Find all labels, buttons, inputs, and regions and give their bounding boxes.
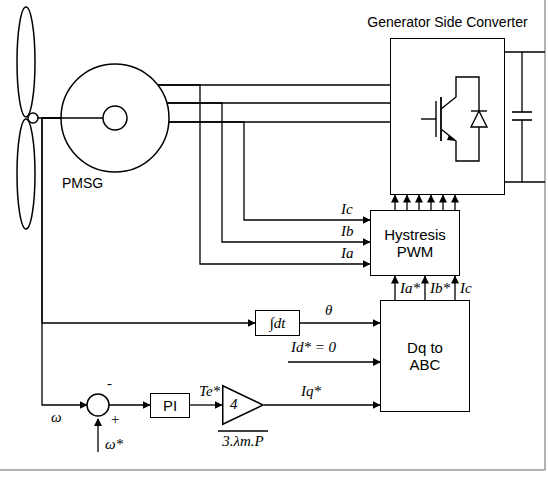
signal-line: [424, 276, 425, 300]
dc-bus: [505, 51, 545, 52]
signal-line: [406, 195, 407, 210]
signal-line: [454, 195, 455, 210]
pwm-block: Hystresis PWM: [370, 210, 460, 276]
signal-line: [42, 118, 87, 405]
block-name: PI: [163, 397, 177, 414]
reference-arrow: [97, 419, 98, 452]
signal-name: θ: [324, 303, 333, 318]
signal-line: [418, 195, 419, 210]
signal-line: [190, 404, 222, 405]
sum-junction: -+: [86, 393, 110, 417]
signal-line: [158, 85, 370, 264]
capacitor-lead: [521, 120, 522, 182]
block-name: Hystresis PWM: [376, 226, 454, 260]
signal-line: [169, 122, 370, 220]
transform-block: Dq to ABC: [380, 300, 470, 412]
generator-circle-outline: [60, 63, 170, 173]
reference-signal: ω*: [104, 437, 124, 452]
signal-name: Ic: [459, 281, 473, 296]
signal-line: [167, 103, 370, 242]
signal-name: Ib: [340, 224, 355, 239]
signal-name: Ib*: [429, 281, 451, 296]
reference-arrow: [288, 361, 380, 362]
capacitor-plate: [512, 119, 532, 121]
integrator-block: ∫dt: [255, 310, 300, 336]
signal-name: Ia: [340, 246, 355, 261]
signal-line: [394, 276, 395, 300]
converter-title: Generator Side Converter: [367, 15, 527, 30]
sign-minus: -: [107, 376, 112, 391]
signal-name: Iq*: [300, 384, 322, 399]
generator-name: PMSG: [62, 176, 103, 191]
signal-line: [454, 276, 455, 300]
gain-denominator: 3.λm.P: [222, 434, 264, 449]
frame-line: [544, 0, 546, 470]
signal-line: [264, 404, 380, 405]
turbine-hub: [28, 113, 38, 123]
turbine-blade: [17, 119, 35, 229]
converter-box: Generator Side Converter: [390, 38, 505, 195]
block-name: Dq to ABC: [403, 339, 447, 373]
frame-line: [0, 469, 545, 471]
reference-signal: Id* = 0: [290, 340, 337, 355]
signal-line: [300, 322, 380, 323]
sum-junction-outline: [86, 393, 110, 417]
turbine-blade: [17, 7, 35, 117]
pi-block: PI: [150, 393, 190, 418]
dc-bus: [505, 181, 545, 182]
generator-circle: PMSG: [60, 63, 170, 173]
signal-name: Te*: [198, 384, 221, 399]
signal-line: [430, 195, 431, 210]
capacitor-plate: [512, 111, 532, 113]
gain-numerator: 4: [230, 397, 238, 412]
signal-name: Ia*: [399, 281, 421, 296]
signal-line: [109, 404, 150, 405]
signal-line: [394, 195, 395, 210]
gain-block: 4 3.λm.P: [222, 385, 264, 455]
converter-box-outline: [391, 39, 506, 196]
signal-line: [442, 195, 443, 210]
sign-plus: +: [110, 412, 120, 427]
signal-name: Ic: [340, 202, 354, 217]
signal-name: ω: [50, 410, 63, 425]
capacitor-lead: [521, 52, 522, 112]
block-name: ∫dt: [270, 315, 286, 332]
